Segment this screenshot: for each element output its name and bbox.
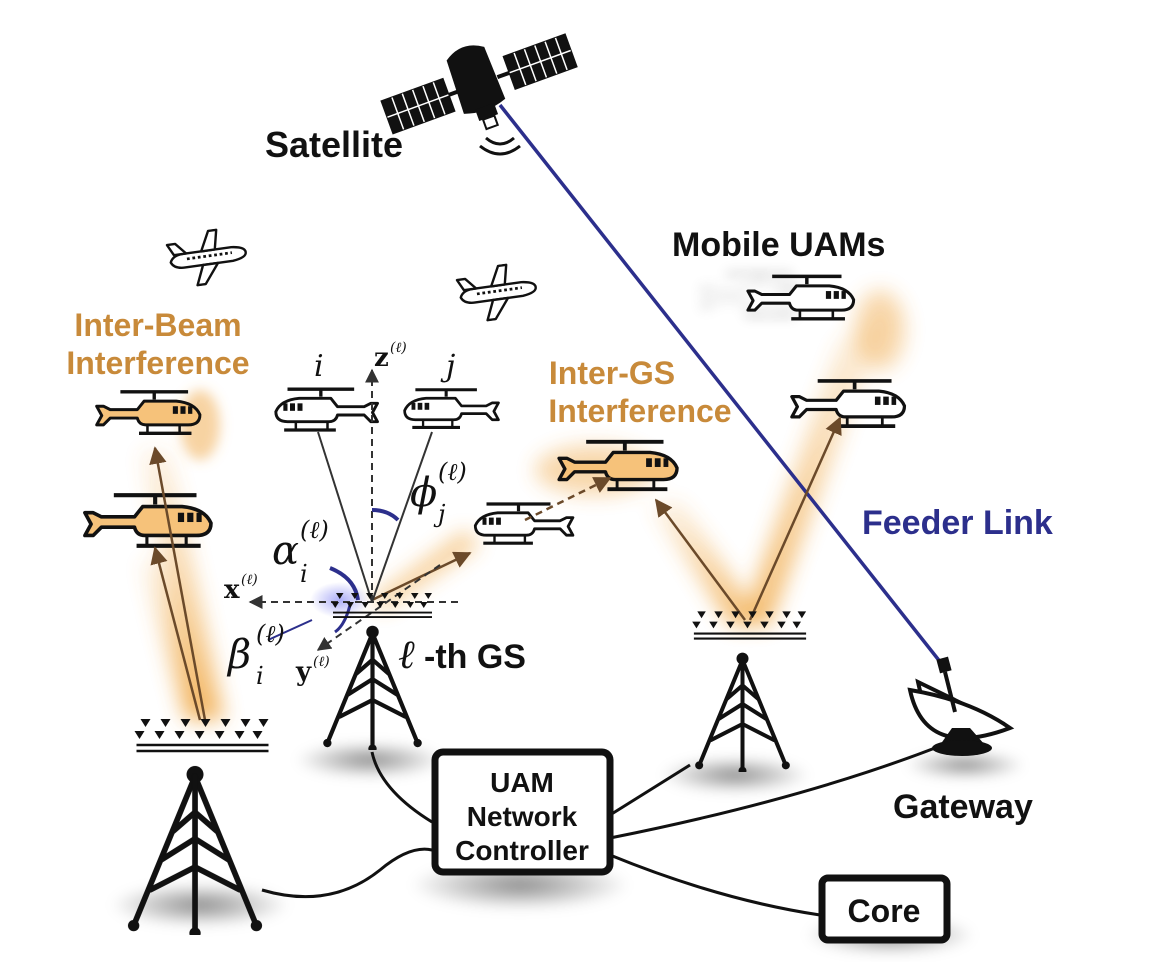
gs-label: -th GS	[424, 638, 526, 676]
satellite-signal-icon	[479, 136, 521, 156]
inter-gs-label-line2: Interference	[548, 393, 731, 429]
feeder-link-label: Feeder Link	[862, 504, 1053, 542]
z-axis-label: z	[374, 343, 389, 373]
alpha-sup: (ℓ)	[300, 516, 329, 544]
x-axis-label: x	[224, 575, 240, 605]
beta-sub: i	[256, 662, 264, 690]
beam-arrows	[149, 416, 842, 721]
phi-symbol: ϕ	[410, 470, 437, 516]
antenna-array-icon	[133, 717, 270, 753]
core-label: Core	[848, 893, 921, 929]
satellite-icon	[380, 33, 578, 135]
uav-index-j: j	[440, 349, 455, 384]
y-axis-label: y	[295, 657, 312, 687]
gateway-label: Gateway	[893, 788, 1033, 826]
dish-icon	[907, 656, 1015, 756]
beta-symbol: β	[226, 632, 251, 678]
network-controller-box: UAM Network Controller	[431, 748, 614, 876]
beta-sup: (ℓ)	[256, 620, 285, 648]
inter-gs-label-line1: Inter-GS	[549, 355, 675, 391]
tower-icon	[695, 653, 790, 775]
y-axis-sup: (ℓ)	[313, 654, 330, 670]
core-box: Core	[818, 874, 951, 944]
inter-beam-label-line2: Interference	[66, 345, 249, 381]
alpha-symbol: α	[272, 528, 299, 574]
helicopter-icon	[473, 502, 575, 545]
x-axis-sup: (ℓ)	[241, 572, 258, 588]
controller-label-line3: Controller	[455, 835, 589, 866]
z-axis-sup: (ℓ)	[390, 340, 407, 356]
mobile-uams-label: Mobile UAMs	[672, 226, 885, 264]
helicopter-icon-interfered	[85, 495, 211, 546]
controller-label-line1: UAM	[490, 767, 554, 798]
inter-beam-label-line1: Inter-Beam	[74, 307, 241, 343]
airplane-icon	[163, 224, 252, 291]
network-cables	[261, 746, 936, 917]
controller-label-line2: Network	[467, 801, 578, 832]
feeder-link-line	[498, 103, 947, 670]
alpha-sub: i	[300, 560, 308, 588]
airplane-icon	[453, 259, 542, 326]
helicopter-icon-i	[274, 387, 380, 432]
uav-index-i: i	[314, 349, 324, 384]
satellite-label: Satellite	[265, 124, 403, 165]
gs-ell-symbol: ℓ	[398, 632, 415, 678]
helicopter-icon-j	[403, 388, 500, 430]
coordinate-frame	[248, 368, 458, 651]
phi-sup: (ℓ)	[438, 458, 467, 486]
